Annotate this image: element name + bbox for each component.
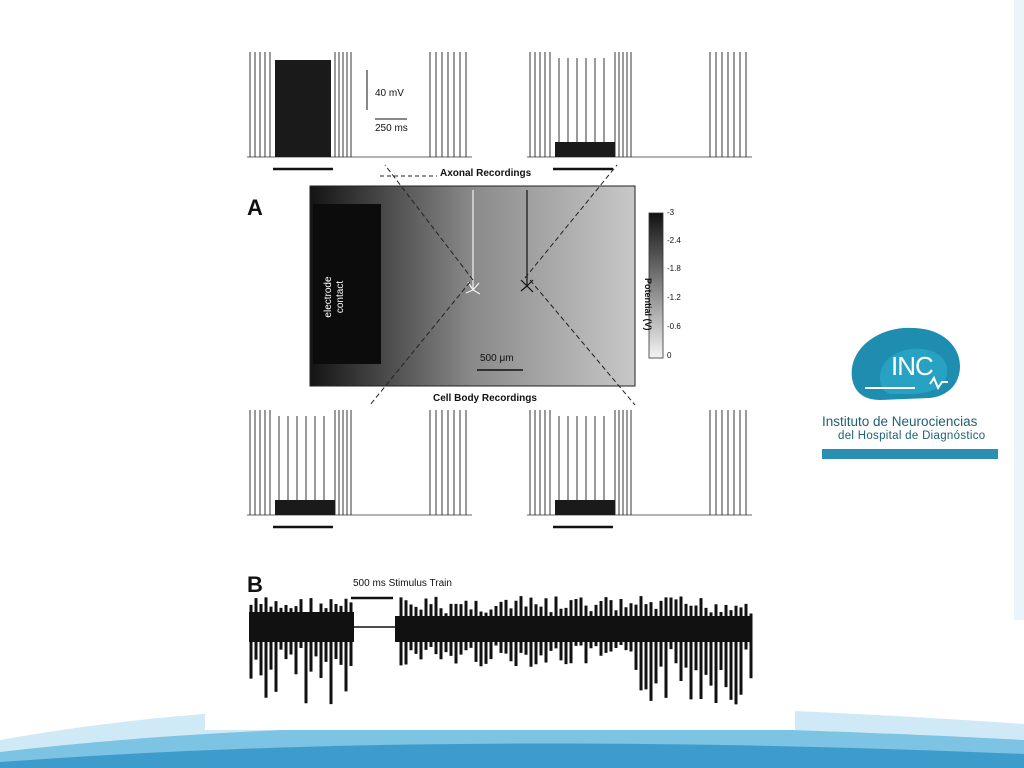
figure-traces [247, 52, 753, 705]
potential-colorbar [648, 212, 664, 359]
colorbar-tick-2: -1.8 [667, 264, 681, 273]
cellbody-trace-left-low-activity [275, 500, 335, 515]
panel-a-label: A [247, 195, 263, 220]
cellbody-trace-left-sparse-spikes [278, 416, 325, 500]
cellbody-trace-right-spikes-mid [614, 410, 632, 515]
colorbar-tick-3: -1.2 [667, 293, 681, 302]
axonal-trace-left-dense-burst [275, 60, 331, 157]
electrode-contact-block [313, 204, 381, 364]
logo-mark-text: INC [891, 351, 934, 381]
neuron-left [465, 190, 481, 295]
cellbody-trace-left-spikes-mid [334, 410, 352, 515]
electrode-contact-label: electrode contact [323, 276, 346, 318]
axonal-trace-right-sparse-spikes [558, 58, 605, 142]
axonal-trace-left-spikes-left [249, 52, 271, 157]
stimulus-train-label: 500 ms Stimulus Train [353, 578, 452, 589]
colorbar-tick-4: -0.6 [667, 322, 681, 331]
axonal-trace-right-spikes-mid [614, 52, 632, 157]
institute-name: Instituto de Neurociencias [822, 414, 978, 429]
colorbar-tick-0: -3 [667, 208, 675, 217]
neural-recording-figure: A B 40 mV 250 ms Axonal Recordings Cell … [205, 0, 795, 730]
raster-spikes [249, 596, 753, 705]
cellbody-trace-right-spikes-right [709, 410, 747, 515]
cellbody-trace-left-spikes-left [249, 410, 271, 515]
colorbar-tick-5: 0 [667, 351, 672, 360]
logo-underline-bar [822, 449, 998, 459]
bottom-wave-dark [0, 743, 1024, 768]
cellbody-trace-left-spikes-right [429, 410, 467, 515]
colorbar-tick-1: -2.4 [667, 236, 681, 245]
colorbar-title: Potential (V) [643, 278, 653, 331]
axonal-recordings-label: Axonal Recordings [440, 168, 532, 179]
scale-bar-500um: 500 μm [480, 353, 514, 364]
axonal-trace-right-spikes-right [709, 52, 747, 157]
scale-voltage: 40 mV [375, 88, 404, 99]
axonal-trace-left-spikes-mid [334, 52, 352, 157]
inc-brain-logo-icon [851, 327, 960, 400]
cell-body-recordings-label: Cell Body Recordings [433, 393, 537, 404]
panel-b-label: B [247, 572, 263, 597]
scale-time: 250 ms [375, 123, 408, 134]
axonal-trace-right-low-activity [555, 142, 615, 157]
axonal-trace-right-spikes-left [529, 52, 551, 157]
recording-arrows [369, 164, 636, 406]
cellbody-trace-right-sparse-spikes [558, 416, 605, 500]
cellbody-trace-right-low-activity [555, 500, 615, 515]
axonal-trace-left-spikes-right [429, 52, 467, 157]
neuron-right [520, 190, 534, 293]
cellbody-trace-right-spikes-left [529, 410, 551, 515]
institute-subname: del Hospital de Diagnóstico [838, 430, 986, 442]
raster-block-post [395, 616, 751, 642]
